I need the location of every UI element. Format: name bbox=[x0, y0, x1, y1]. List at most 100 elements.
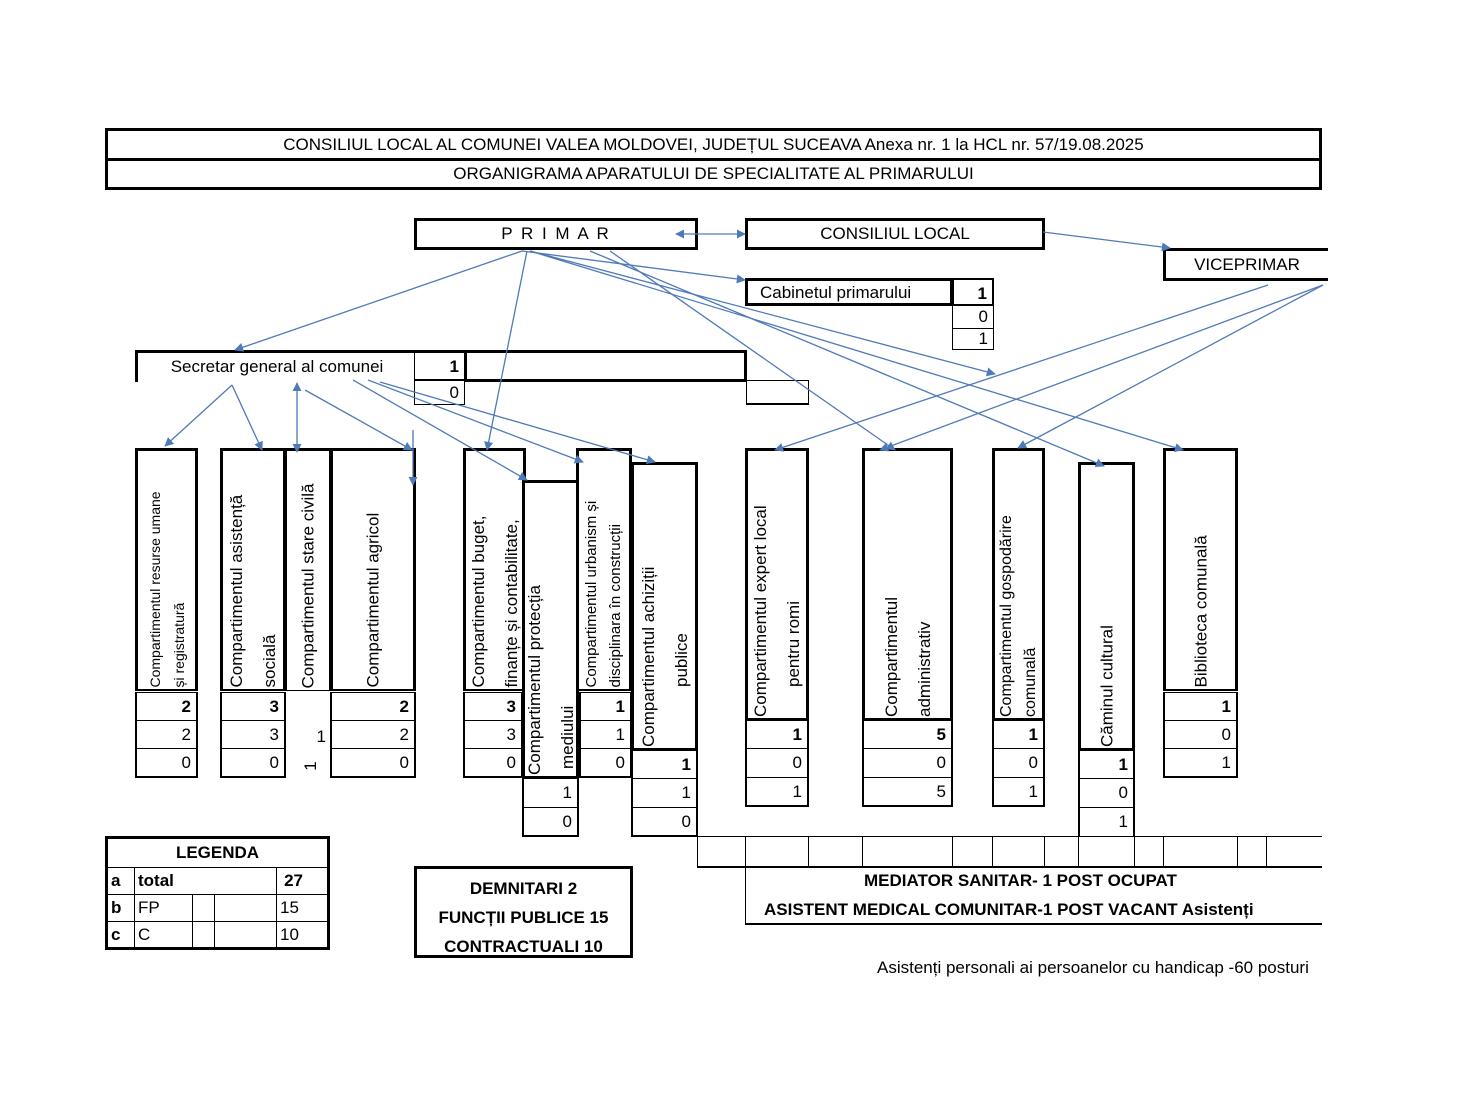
legend-value: 10 bbox=[276, 921, 329, 949]
legend-spacer bbox=[192, 921, 215, 949]
arrow-primar-secretar bbox=[234, 250, 523, 352]
comp-administrativ-label: Compartimentul administrativ bbox=[875, 453, 941, 717]
comp-protectia-mediului-line-1: Compartimentul protecția bbox=[524, 584, 544, 775]
comp-camin-cultural-b: 0 bbox=[1078, 778, 1135, 808]
comp-urbanism-label: Compartimentul urbanism și disciplinara … bbox=[580, 453, 628, 688]
comp-asistenta-sociala-line-2: socială bbox=[260, 634, 279, 688]
comp-agricol-b: 2 bbox=[330, 720, 416, 749]
comp-buget-b: 3 bbox=[463, 720, 523, 749]
comp-urbanism-a: 1 bbox=[579, 692, 632, 721]
grid-divider bbox=[1237, 836, 1238, 868]
comp-expert-romi: Compartimentul expert local pentru romi bbox=[745, 448, 809, 720]
header-title: CONSILIUL LOCAL AL COMUNEI VALEA MOLDOVE… bbox=[105, 128, 1322, 161]
comp-urbanism-c: 0 bbox=[579, 748, 632, 778]
summary-functii-publice: FUNCȚII PUBLICE 15 bbox=[438, 908, 609, 927]
summary-demnitari: DEMNITARI 2 bbox=[469, 879, 578, 898]
legend-value: 15 bbox=[276, 894, 329, 922]
arrow-primar-cabinet bbox=[521, 250, 746, 284]
comp-asistenta-sociala-line-1: Compartimentul asistență bbox=[227, 494, 246, 688]
comp-achizitii-publice-b: 1 bbox=[631, 778, 698, 808]
comp-expert-romi-a: 1 bbox=[745, 720, 809, 749]
medical-line-1: MEDIATOR SANITAR- 1 POST OCUPAT bbox=[864, 871, 1177, 890]
comp-gospodarire-a: 1 bbox=[992, 720, 1045, 749]
comp-buget-c: 0 bbox=[463, 748, 523, 778]
comp-achizitii-publice-c: 0 bbox=[631, 807, 698, 837]
comp-administrativ-line-1: Compartimentul bbox=[881, 596, 901, 717]
comp-administrativ-a: 5 bbox=[862, 720, 953, 749]
comp-stare-civila: Compartimentul stare civilă bbox=[286, 448, 330, 691]
comp-stare-civila-label: Compartimentul stare civilă bbox=[292, 453, 325, 688]
grid-divider bbox=[808, 836, 809, 868]
primar-label: P R I M A R bbox=[501, 224, 611, 243]
arrow-vice-gospodarire bbox=[1017, 284, 1324, 449]
comp-gospodarire-label: Compartimentul gospodărire comunală bbox=[995, 453, 1042, 717]
comp-agricol-a: 2 bbox=[330, 692, 416, 721]
comp-resurse-umane-line-2: și registratură bbox=[170, 602, 187, 688]
comp-achizitii-publice-label: Compartimentul achiziții publice bbox=[634, 467, 695, 746]
arrow-vice-administrativ bbox=[879, 284, 1324, 452]
grid-divider bbox=[952, 836, 953, 868]
comp-gospodarire: Compartimentul gospodărire comunală bbox=[992, 448, 1045, 720]
comp-camin-cultural-a: 1 bbox=[1078, 750, 1135, 779]
legend-row: a total 27 bbox=[106, 867, 329, 895]
comp-administrativ-line-2: administrativ bbox=[914, 621, 934, 717]
legend-table: LEGENDA a total 27 b FP 15 c C 10 bbox=[105, 836, 330, 950]
comp-stare-civila-rotated-value: 1 bbox=[301, 761, 320, 771]
comp-camin-cultural-label: Căminul cultural bbox=[1090, 467, 1123, 747]
comp-stare-civila-a bbox=[286, 692, 330, 721]
summary-box: DEMNITARI 2 FUNCȚII PUBLICE 15 CONTRACTU… bbox=[414, 866, 633, 958]
comp-biblioteca-label: Biblioteca comunală bbox=[1184, 453, 1217, 687]
consiliu-local-box: CONSILIUL LOCAL bbox=[745, 218, 1045, 250]
comp-protectia-mediului-label: Compartimentul protecția mediului bbox=[524, 485, 577, 775]
comp-buget: Compartimentul buget, finanțe și contabi… bbox=[463, 448, 526, 691]
comp-gospodarire-line-2: comunală bbox=[1021, 647, 1039, 717]
viceprimar-box: VICEPRIMAR bbox=[1163, 248, 1328, 281]
viceprimar-label: VICEPRIMAR bbox=[1194, 254, 1300, 274]
grid-divider bbox=[745, 836, 746, 868]
legend-key: a bbox=[106, 867, 135, 895]
arrow-secretar-agricol bbox=[304, 389, 413, 451]
comp-administrativ: Compartimentul administrativ bbox=[862, 448, 953, 720]
comp-asistenta-sociala-label: Compartimentul asistență socială bbox=[223, 453, 283, 688]
legend-spacer bbox=[214, 921, 277, 949]
comp-urbanism-line-2: disciplinara în construcții bbox=[607, 524, 624, 688]
comp-asistenta-sociala-c: 0 bbox=[220, 748, 286, 778]
comp-gospodarire-c: 1 bbox=[992, 777, 1045, 807]
comp-buget-a: 3 bbox=[463, 692, 523, 721]
comp-protectia-mediului-line-2: mediului bbox=[557, 705, 577, 769]
comp-urbanism-b: 1 bbox=[579, 720, 632, 749]
footer-note: Asistenți personali ai persoanelor cu ha… bbox=[877, 958, 1309, 977]
arrow-consiliu-viceprimar bbox=[1042, 231, 1171, 252]
header-line-1: CONSILIUL LOCAL AL COMUNEI VALEA MOLDOVE… bbox=[283, 134, 1144, 154]
comp-expert-romi-c: 1 bbox=[745, 777, 809, 807]
comp-camin-cultural: Căminul cultural bbox=[1078, 462, 1135, 750]
comp-biblioteca-c: 1 bbox=[1163, 748, 1238, 778]
grid-divider bbox=[992, 836, 993, 868]
comp-achizitii-publice-line-2: publice bbox=[671, 632, 691, 687]
legend-label: C bbox=[134, 921, 193, 949]
comp-buget-line-1: Compartimentul buget, bbox=[468, 515, 488, 688]
comp-biblioteca-a: 1 bbox=[1163, 692, 1238, 721]
secretar-label: Secretar general al comunei bbox=[170, 357, 384, 376]
comp-achizitii-publice-a: 1 bbox=[631, 750, 698, 779]
medical-block: MEDIATOR SANITAR- 1 POST OCUPAT ASISTENT… bbox=[745, 867, 1322, 925]
legend-label: FP bbox=[134, 894, 193, 922]
bottom-grid-row bbox=[697, 836, 1322, 868]
legend-row: c C 10 bbox=[106, 921, 329, 949]
comp-urbanism-line-1: Compartimentul urbanism și bbox=[583, 500, 600, 688]
cabinet-box: Cabinetul primarului bbox=[745, 278, 953, 306]
comp-resurse-umane: Compartimentul resurse umane și registra… bbox=[135, 448, 198, 691]
comp-protectia-mediului: Compartimentul protecția mediului bbox=[522, 480, 579, 778]
comp-agricol-label: Compartimentul agricol bbox=[357, 453, 390, 688]
comp-expert-romi-line-1: Compartimentul expert local bbox=[751, 504, 770, 717]
medical-line-2: ASISTENT MEDICAL COMUNITAR-1 POST VACANT… bbox=[764, 900, 1254, 919]
cabinet-count-a: 1 bbox=[952, 278, 994, 306]
grid-divider bbox=[1163, 836, 1164, 868]
comp-agricol-line-1: Compartimentul agricol bbox=[363, 512, 383, 688]
comp-agricol-c: 0 bbox=[330, 748, 416, 778]
comp-asistenta-sociala: Compartimentul asistență socială bbox=[220, 448, 286, 691]
legend-spacer bbox=[192, 894, 215, 922]
comp-gospodarire-b: 0 bbox=[992, 748, 1045, 778]
comp-stare-civila-rotated-a: 1 bbox=[300, 755, 322, 777]
comp-camin-cultural-line-1: Căminul cultural bbox=[1097, 624, 1116, 747]
